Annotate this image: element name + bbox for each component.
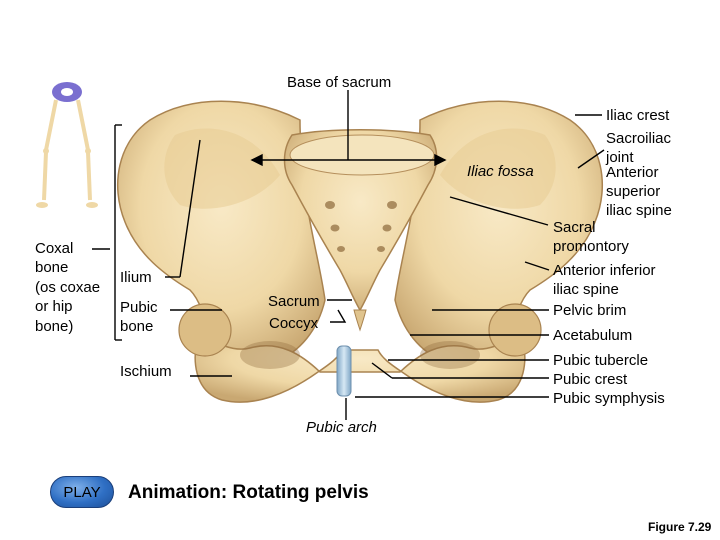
label-asis-3: iliac spine	[606, 202, 672, 219]
label-sacrum: Sacrum	[268, 293, 320, 310]
label-coxal-2: bone	[35, 259, 69, 276]
label-coxal-4: or hip	[35, 298, 73, 315]
label-pubic-bone-2: bone	[120, 318, 154, 335]
label-base-of-sacrum: Base of sacrum	[287, 74, 392, 91]
label-asis-1: Anterior	[606, 164, 659, 181]
pubic-symphysis-shape	[336, 345, 352, 397]
label-pubic-tubercle: Pubic tubercle	[553, 352, 649, 369]
label-asis-2: superior	[606, 183, 661, 200]
leader-lines	[92, 90, 605, 420]
label-pubic-crest: Pubic crest	[553, 371, 628, 388]
label-coxal-5: bone)	[35, 318, 74, 335]
label-aiis-1: Anterior inferior	[553, 262, 656, 279]
play-button-label: PLAY	[63, 483, 101, 501]
label-ilium: Ilium	[120, 269, 152, 286]
label-coccyx: Coccyx	[269, 315, 319, 332]
label-ischium: Ischium	[120, 363, 172, 380]
pubic-ring-shape	[194, 328, 526, 403]
label-sacral-promontory-1: Sacral	[553, 219, 596, 236]
figure-number: Figure 7.29	[648, 520, 712, 534]
label-sacral-promontory-2: promontory	[553, 238, 629, 255]
label-pelvic-brim: Pelvic brim	[553, 302, 627, 319]
animation-title-link[interactable]: Animation: Rotating pelvis	[128, 482, 369, 503]
label-iliac-fossa: Iliac fossa	[467, 163, 534, 180]
sacrum-shape	[283, 129, 438, 312]
label-pubic-symphysis: Pubic symphysis	[553, 390, 665, 407]
label-sacroiliac-joint-1: Sacroiliac	[606, 130, 672, 147]
label-pubic-arch: Pubic arch	[306, 419, 377, 436]
label-coxal-3: (os coxae	[35, 279, 101, 296]
label-aiis-2: iliac spine	[553, 281, 619, 298]
label-pubic-bone-1: Pubic	[120, 299, 158, 316]
skeleton-thumbnail-icon	[36, 82, 98, 208]
label-iliac-crest: Iliac crest	[606, 107, 670, 124]
play-button[interactable]: PLAY	[50, 476, 114, 508]
label-sacroiliac-joint-2: joint	[606, 149, 634, 166]
label-acetabulum: Acetabulum	[553, 327, 633, 344]
label-coxal-1: Coxal	[35, 240, 74, 257]
